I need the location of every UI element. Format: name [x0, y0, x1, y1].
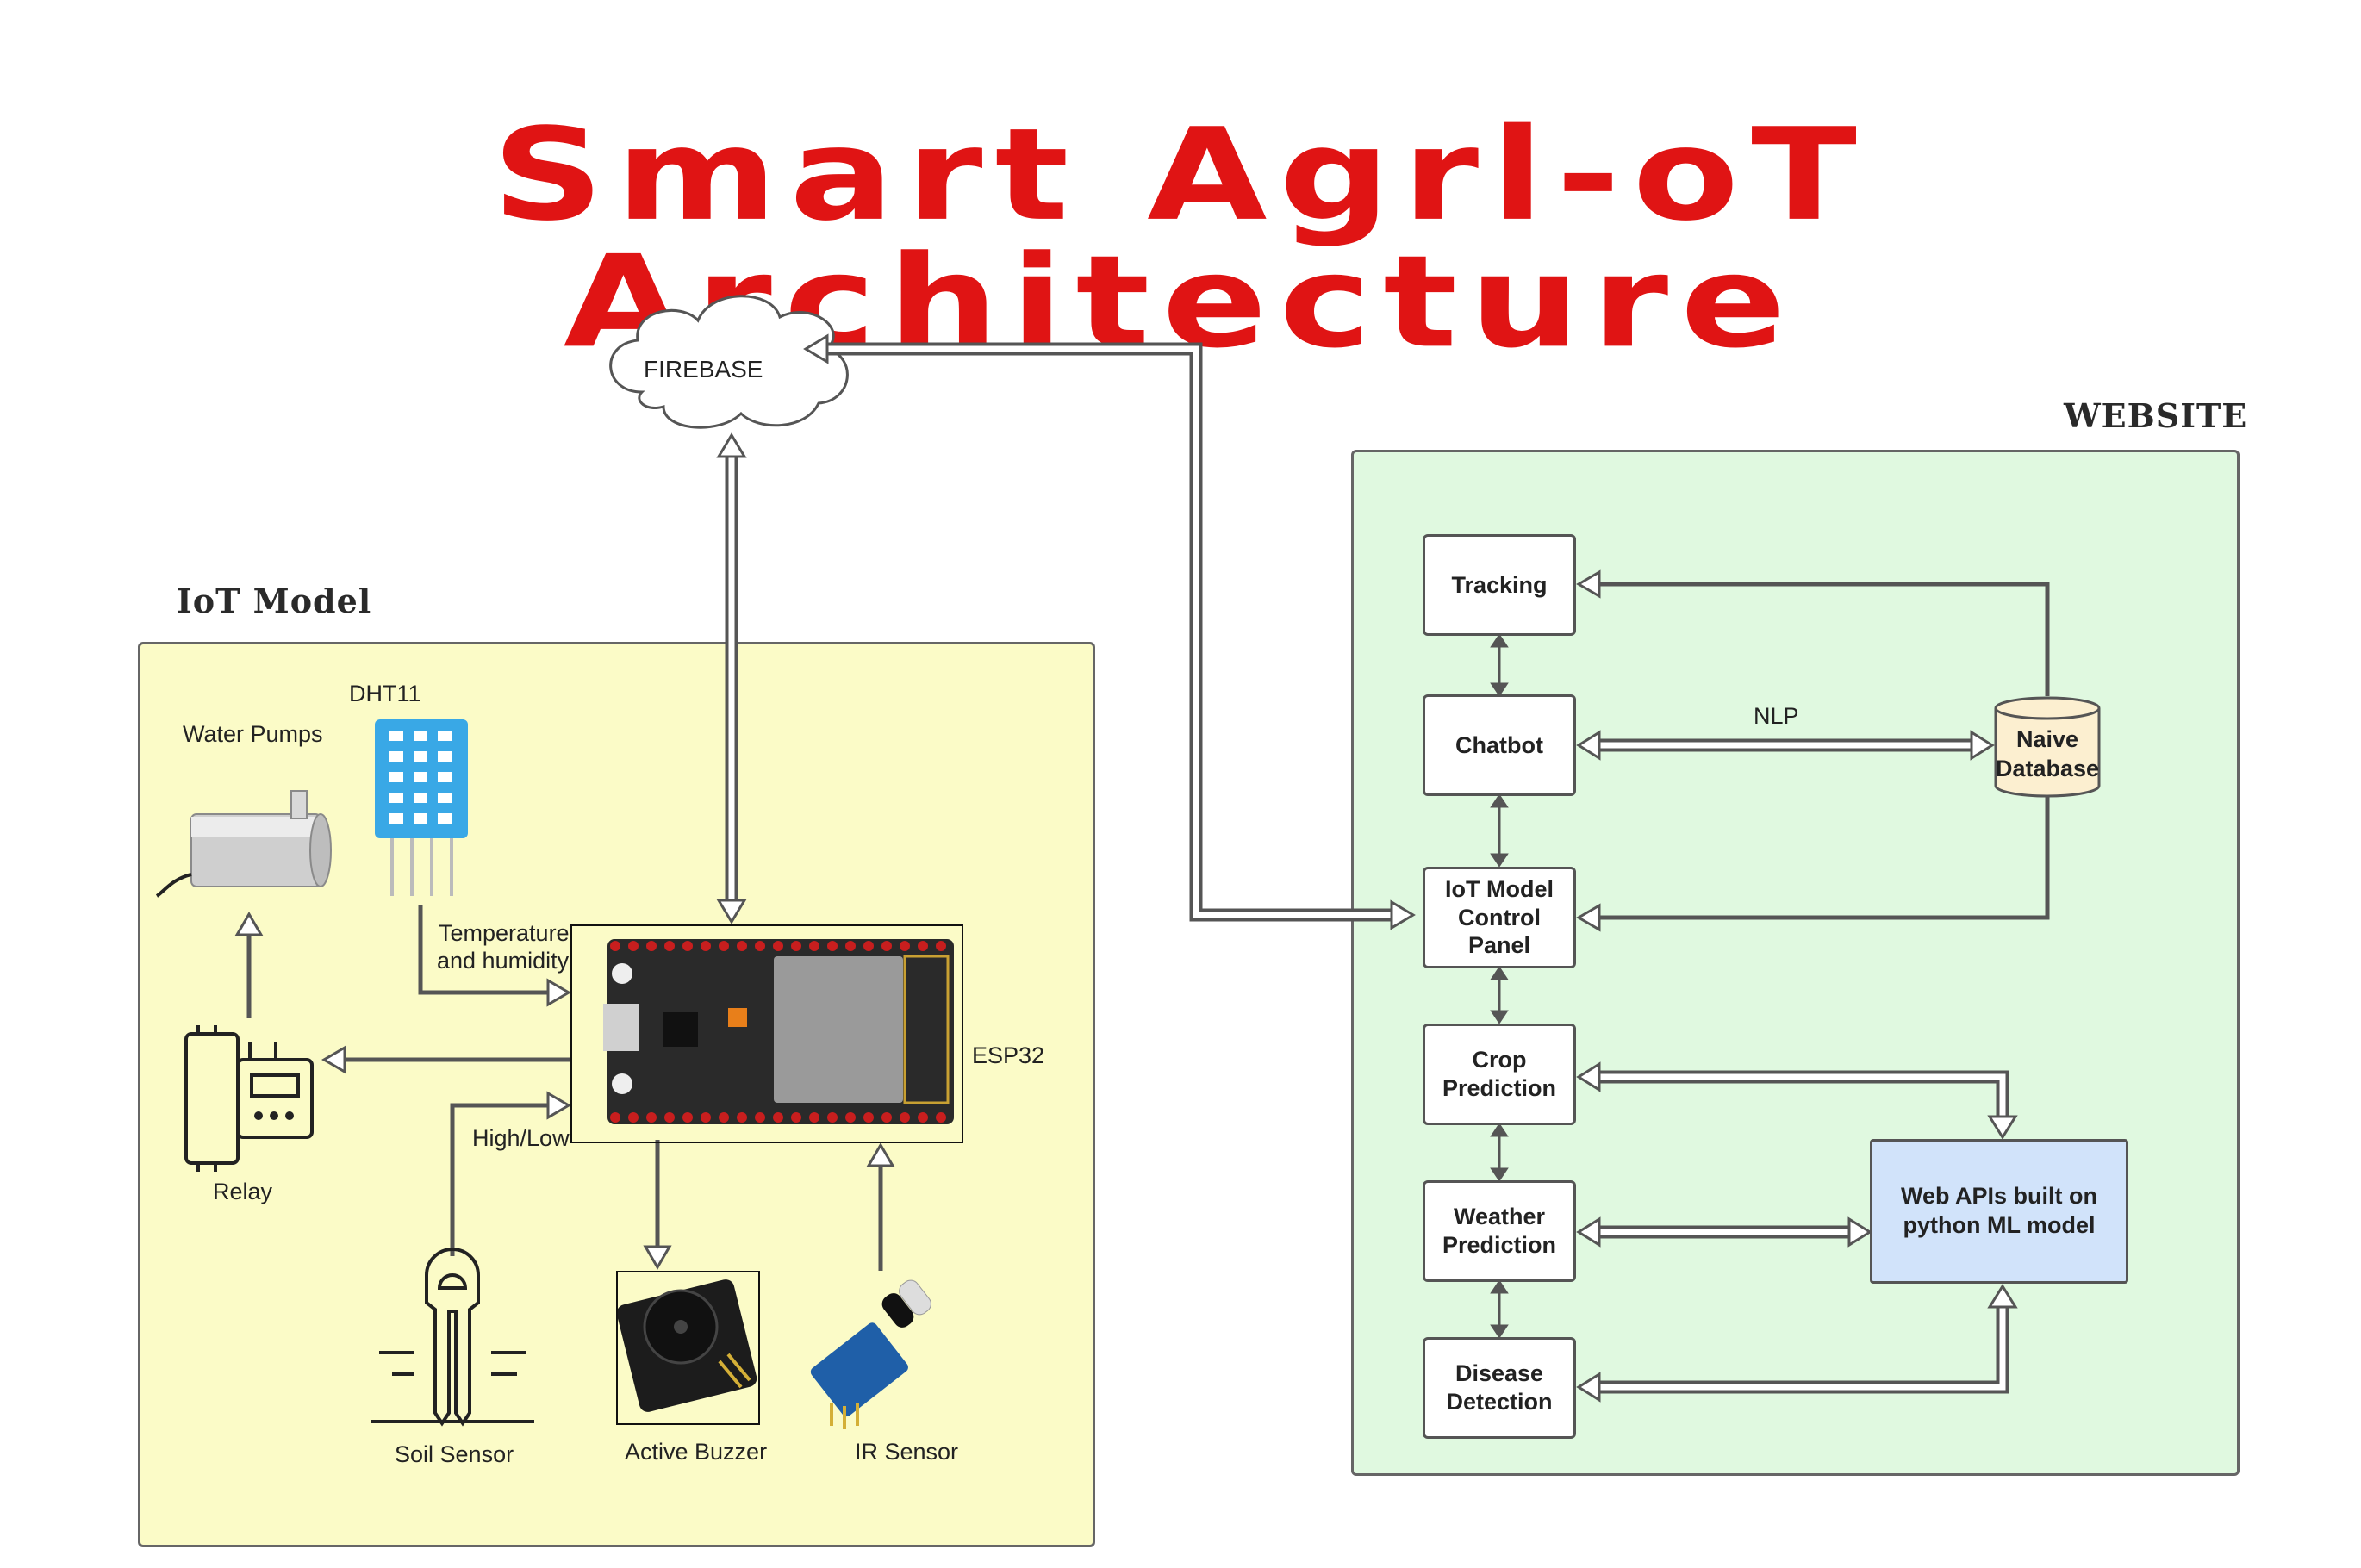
esp32-pin	[701, 941, 711, 951]
esp32-pin	[918, 941, 928, 951]
diagram-title: Smart Agrl-oT Architecture	[492, 101, 1869, 376]
web-apis-box: Web APIs built on python ML model	[1870, 1139, 2128, 1284]
humidity-label: and humidity	[437, 948, 570, 974]
esp32-pin	[827, 1112, 838, 1123]
esp32-pin	[918, 1112, 928, 1123]
dht11-illustration	[375, 719, 468, 896]
soil-sensor-illustration	[371, 1248, 534, 1427]
soil-sensor-label: Soil Sensor	[395, 1441, 514, 1467]
esp32-pin	[881, 941, 892, 951]
active-buzzer-illustration	[616, 1279, 757, 1412]
esp32-pin	[845, 941, 856, 951]
esp32-pin	[936, 1112, 946, 1123]
esp32-pin-row	[610, 941, 946, 1123]
water-pumps-label: Water Pumps	[183, 721, 323, 747]
database-links	[1576, 569, 2050, 932]
crop-prediction-box: Crop Prediction	[1423, 1024, 1576, 1125]
water-pump-illustration	[155, 790, 332, 898]
firebase-label: FIREBASE	[644, 356, 763, 383]
esp32-pin	[682, 1112, 693, 1123]
firebase-cloud-shape	[609, 295, 849, 429]
esp32-pin	[755, 941, 765, 951]
ml-api-links	[1576, 1061, 2018, 1403]
firebase-esp32-link	[716, 432, 747, 924]
esp32-label: ESP32	[972, 1042, 1045, 1068]
esp32-pin	[719, 941, 729, 951]
esp32-board-illustration	[603, 939, 954, 1124]
esp32-pin	[610, 1112, 620, 1123]
esp32-pin	[646, 941, 657, 951]
naive-database-label: Naive Database	[1996, 726, 2100, 781]
nlp-label: NLP	[1754, 703, 1799, 729]
firebase-control-panel-link	[803, 333, 1416, 930]
esp32-pin	[936, 941, 946, 951]
esp32-pin	[628, 941, 639, 951]
esp32-frame	[570, 924, 963, 1143]
ir-sensor-label: IR Sensor	[855, 1439, 959, 1465]
esp32-pin	[646, 1112, 657, 1123]
iot-wiring	[234, 905, 895, 1271]
esp32-pin	[610, 941, 620, 951]
esp32-pin	[737, 1112, 747, 1123]
esp32-pin	[863, 941, 874, 951]
esp32-pin	[900, 941, 910, 951]
esp32-pin	[863, 1112, 874, 1123]
esp32-pin	[664, 941, 675, 951]
esp32-pin	[809, 941, 819, 951]
website-section-label: WEBSITE	[2064, 396, 2248, 435]
high-low-label: High/Low	[472, 1125, 570, 1151]
esp32-pin	[827, 941, 838, 951]
esp32-pin	[773, 941, 783, 951]
iot-control-panel-box: IoT Model Control Panel	[1423, 867, 1576, 968]
esp32-pin	[682, 941, 693, 951]
esp32-pin	[791, 941, 801, 951]
active-buzzer-frame	[616, 1271, 760, 1425]
disease-detection-box: Disease Detection	[1423, 1337, 1576, 1439]
esp32-pin	[900, 1112, 910, 1123]
iot-model-section-label: IoT Model	[177, 582, 372, 620]
chatbot-box: Chatbot	[1423, 694, 1576, 796]
esp32-pin	[628, 1112, 639, 1123]
esp32-pin	[701, 1112, 711, 1123]
relay-illustration	[184, 1025, 314, 1172]
esp32-pin	[719, 1112, 729, 1123]
esp32-pin	[755, 1112, 765, 1123]
relay-label: Relay	[213, 1179, 273, 1204]
dht11-label: DHT11	[349, 681, 421, 706]
esp32-pin	[737, 941, 747, 951]
website-vertical-links	[1490, 633, 1509, 1339]
esp32-pin	[791, 1112, 801, 1123]
esp32-pin	[773, 1112, 783, 1123]
naive-database-cylinder	[1994, 696, 2101, 798]
esp32-pin	[845, 1112, 856, 1123]
temperature-label: Temperature	[439, 920, 570, 946]
tracking-box: Tracking	[1423, 534, 1576, 636]
active-buzzer-label: Active Buzzer	[625, 1439, 768, 1465]
esp32-pin	[664, 1112, 675, 1123]
weather-prediction-box: Weather Prediction	[1423, 1180, 1576, 1282]
chatbot-database-link	[1576, 730, 1995, 761]
esp32-pin	[809, 1112, 819, 1123]
esp32-pin	[881, 1112, 892, 1123]
ir-sensor-illustration	[810, 1279, 931, 1429]
